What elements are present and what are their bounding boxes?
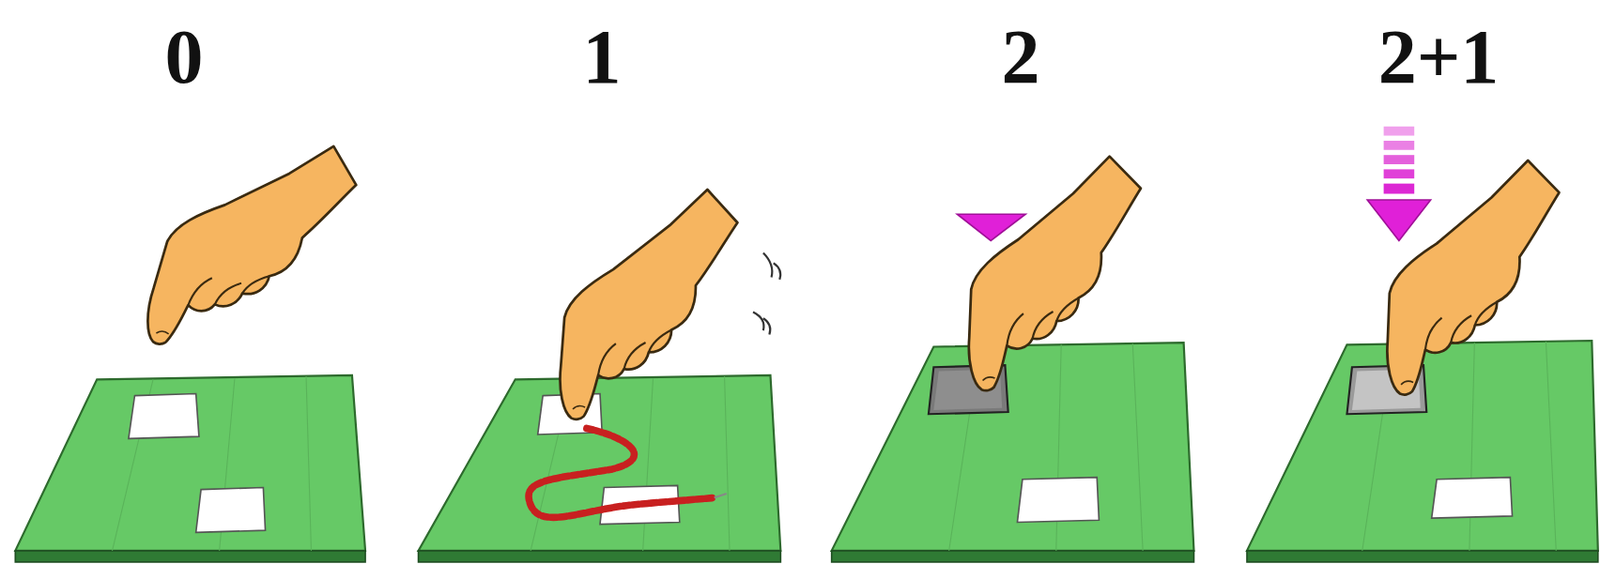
- pad-0: [15, 144, 370, 563]
- pad-2: [831, 150, 1195, 563]
- panel-number: 2+1: [1378, 18, 1500, 96]
- pad-1: [418, 184, 782, 563]
- panel-number: 2: [1001, 18, 1041, 96]
- panel-number: 0: [165, 18, 204, 96]
- panel-number: 1: [583, 18, 622, 96]
- pad-3: [1246, 126, 1600, 563]
- press-arrow: [1367, 126, 1431, 242]
